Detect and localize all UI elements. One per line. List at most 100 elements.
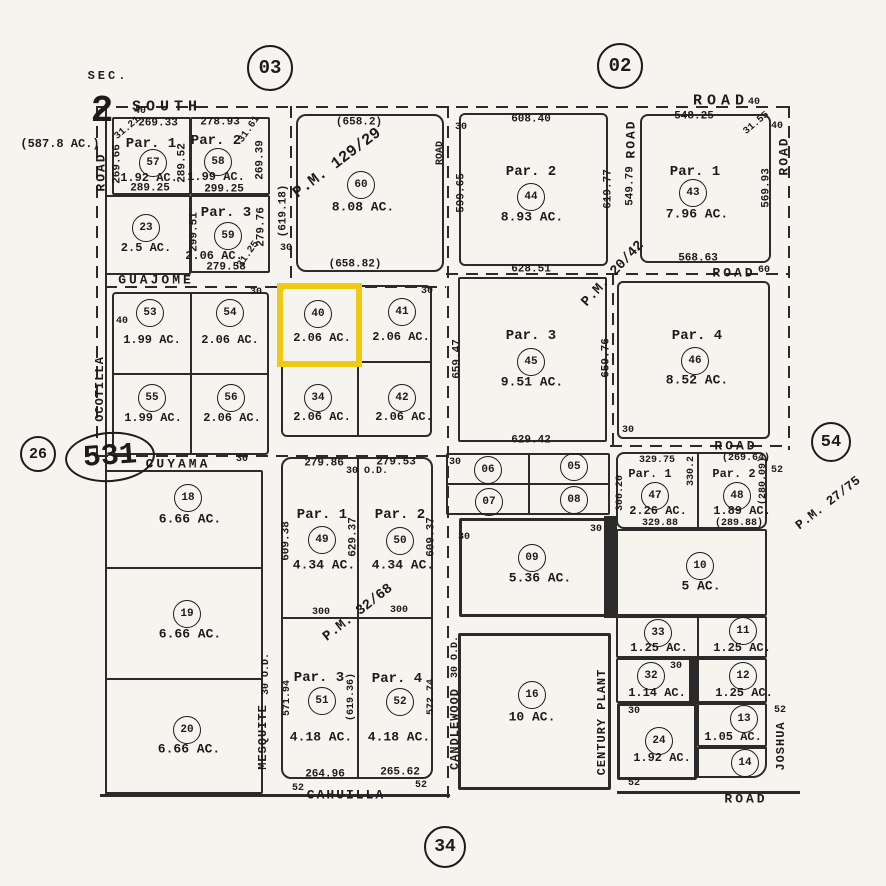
- parcel-circle-12: 12: [729, 662, 757, 690]
- parcel-circle-33: 33: [644, 619, 672, 647]
- label-2-06-ac: 2.06 AC.: [372, 330, 430, 344]
- parcel-circle-06: 06: [474, 456, 502, 484]
- label-599-65: 599.65: [455, 173, 468, 213]
- map-ref-circle-34: 34: [424, 826, 466, 868]
- section-line-west: [105, 106, 107, 794]
- label-30: 30: [621, 425, 635, 436]
- label-299-51: 299.51: [188, 212, 201, 252]
- label-1-89-ac: 1.89 AC.: [713, 504, 771, 518]
- label-40: 40: [133, 106, 147, 117]
- label-329-75: 329.75: [638, 455, 676, 466]
- road-label-joshua: JOSHUA: [774, 721, 788, 771]
- label-6-66-ac: 6.66 AC.: [158, 626, 222, 642]
- label-2-06-ac: 2.06 AC.: [201, 333, 259, 347]
- map-ref-circle-26: 26: [20, 436, 56, 472]
- label-1-14-ac: 1.14 AC.: [628, 686, 686, 700]
- road-line-road-60: [446, 273, 788, 275]
- label-289-88: (289.88): [714, 518, 764, 529]
- parcel-circle-44: 44: [517, 183, 545, 211]
- label-par-1: Par. 1: [669, 164, 721, 180]
- label-300: 300: [311, 607, 331, 618]
- parcel-circle-56: 56: [217, 384, 245, 412]
- label-658-2: (658.2): [335, 116, 383, 129]
- label-300: 300: [389, 605, 409, 616]
- parcel-circle-54: 54: [216, 299, 244, 327]
- label-2-06-ac: 2.06 AC.: [293, 331, 351, 345]
- label-30: 30: [235, 454, 249, 465]
- parcel-circle-43: 43: [679, 179, 707, 207]
- parcel-circle-60: 60: [347, 171, 375, 199]
- parcel-circle-59: 59: [214, 222, 242, 250]
- road-label-south: SOUTH: [131, 98, 203, 116]
- label-330-2: 330.2: [686, 455, 697, 487]
- label-40: 40: [770, 121, 784, 132]
- parcel-circle-08: 08: [560, 486, 588, 514]
- label-par-3: Par. 3: [505, 328, 557, 344]
- label-40: 40: [747, 97, 761, 108]
- parcel-circle-51: 51: [308, 687, 336, 715]
- parcel-59-outline: [190, 195, 270, 273]
- label-2-26-ac: 2.26 AC.: [629, 504, 687, 518]
- label-4-18-ac: 4.18 AC.: [289, 729, 353, 745]
- label-265-62: 265.62: [380, 766, 420, 779]
- road-label-road-right-edge: ROAD: [776, 136, 792, 176]
- label-1-92-ac: 1.92 AC.: [633, 751, 691, 765]
- section-number: 2: [90, 90, 114, 133]
- label-30: 30: [627, 706, 641, 717]
- parcel-circle-53: 53: [136, 299, 164, 327]
- road-label-mesquite: MESQUITE: [256, 704, 270, 770]
- parcel-circle-18: 18: [174, 484, 202, 512]
- divider-33-11: [697, 616, 699, 658]
- label-569-93: 569.93: [760, 168, 773, 208]
- road-label-road-center: ROAD: [435, 140, 446, 166]
- parcel-circle-47: 47: [641, 482, 669, 510]
- label-2-5-ac: 2.5 AC.: [120, 241, 172, 255]
- label-40: 40: [115, 316, 129, 327]
- label-par-1: Par. 1: [628, 467, 672, 481]
- road-label-cahuilla: CAHUILLA: [306, 787, 386, 803]
- label-269-64: (269.64): [721, 453, 771, 464]
- parcel-circle-50: 50: [386, 527, 414, 555]
- parcel-13-outline: [697, 703, 767, 747]
- road-label-candlewood: CANDLEWOOD: [448, 687, 462, 771]
- label-278-93: 278.93: [200, 116, 240, 129]
- road-label-century-plant: CENTURY PLANT: [595, 668, 609, 776]
- parcel-circle-09: 09: [518, 544, 546, 572]
- label-par-4: Par. 4: [371, 671, 423, 687]
- label-5-36-ac: 5.36 AC.: [508, 570, 572, 586]
- label-329-88: 329.88: [641, 518, 679, 529]
- parcel-circle-24: 24: [645, 727, 673, 755]
- parcel-60-outline: [296, 114, 444, 272]
- road-label-road-bottom-right: ROAD: [724, 791, 768, 807]
- label-1-99-ac: 1.99 AC.: [123, 333, 181, 347]
- road-label-road-60: ROAD: [712, 265, 756, 281]
- label-52: 52: [627, 778, 641, 789]
- label-1-05-ac: 1.05 AC.: [704, 730, 762, 744]
- road-stub-east-of-09: [604, 516, 617, 618]
- label-629-42: 629.42: [511, 434, 551, 447]
- map-ref-circle-03: 03: [247, 45, 293, 91]
- map-ref-circle-54: 54: [811, 422, 851, 462]
- pm-ref-27-75: P.M. 27/75: [792, 473, 864, 533]
- label-52: 52: [414, 780, 428, 791]
- label-30: 30: [249, 287, 263, 298]
- label-658-82: (658.82): [328, 258, 382, 271]
- parcel-circle-34: 34: [304, 384, 332, 412]
- label-289-52: 289.52: [176, 143, 189, 183]
- parcel-circle-42: 42: [388, 384, 416, 412]
- label-30: 30: [589, 524, 603, 535]
- label-1-99-ac: 1.99 AC.: [187, 170, 245, 184]
- label-30: 30: [454, 122, 468, 133]
- label-264-96: 264.96: [305, 768, 345, 781]
- divider-49-51: [281, 617, 433, 619]
- highlighted-parcel-40: [277, 283, 362, 367]
- label-571-94: 571.94: [282, 679, 293, 717]
- parcel-16-outline: [458, 633, 611, 790]
- road-label-cuyama: CUYAMA: [145, 456, 211, 472]
- label-572-74: 572.74: [426, 678, 437, 716]
- road-label-guajome: GUAJOME: [118, 272, 194, 288]
- label-par-2: Par. 2: [374, 507, 426, 523]
- label-1-99-ac: 1.99 AC.: [124, 411, 182, 425]
- road-line-west-of-60: [290, 106, 292, 286]
